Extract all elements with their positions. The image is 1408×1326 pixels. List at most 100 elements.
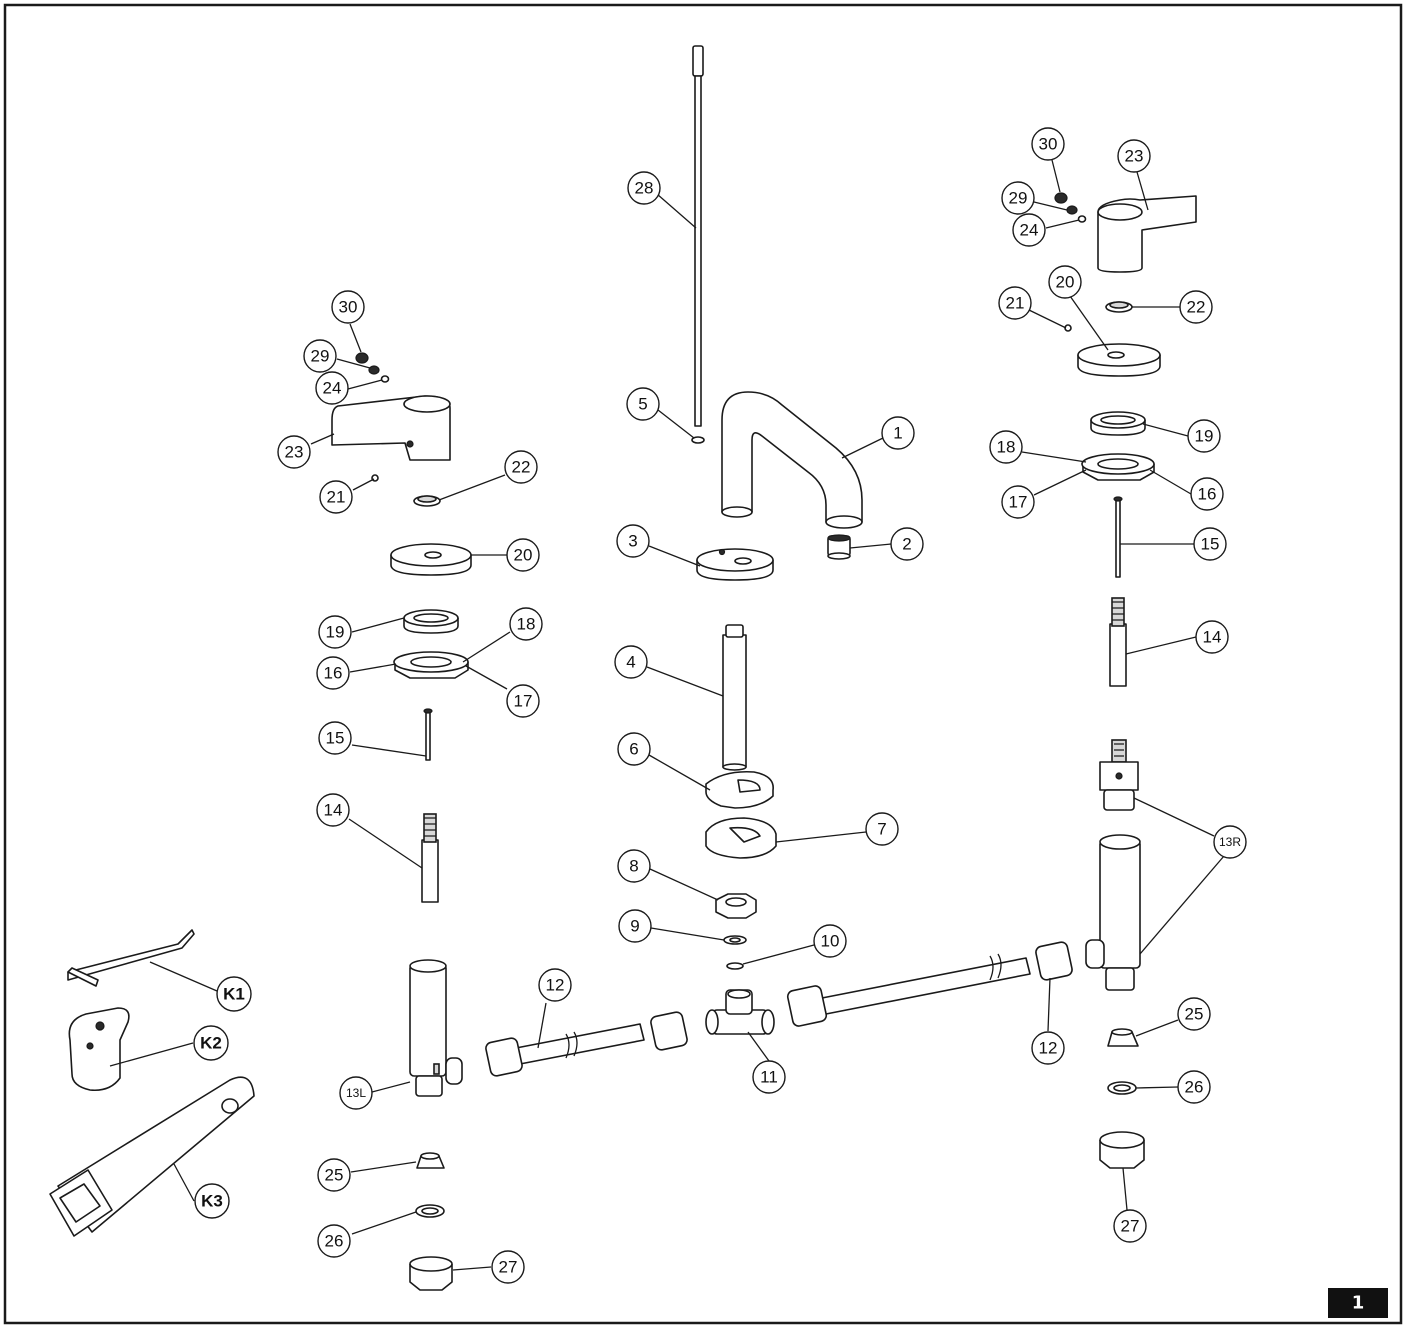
part-30-cap-right [1054, 192, 1068, 204]
callout-25-right: 25 [1177, 997, 1211, 1031]
callout-6: 6 [617, 732, 651, 766]
callout-18-left-label: 18 [517, 615, 536, 634]
callout-18-right: 18 [989, 430, 1023, 464]
part-19-ring-left [403, 609, 459, 634]
callout-26-left-label: 26 [325, 1232, 344, 1251]
callout-15-left: 15 [318, 721, 352, 755]
callout-29-left-label: 29 [311, 347, 330, 366]
callout-K3: K3 [194, 1183, 230, 1219]
callout-15-left-label: 15 [326, 729, 345, 748]
callout-26-right: 26 [1177, 1070, 1211, 1104]
callout-2-label: 2 [902, 535, 911, 554]
callout-19-left-label: 19 [326, 623, 345, 642]
callout-K2-label: K2 [200, 1034, 222, 1053]
callout-14-right: 14 [1195, 620, 1229, 654]
callout-24-right-label: 24 [1020, 221, 1039, 240]
callout-18-right-label: 18 [997, 438, 1016, 457]
callout-14-right-label: 14 [1203, 628, 1222, 647]
part-11-tee [705, 989, 775, 1035]
callout-13R: 13R [1213, 825, 1247, 859]
callout-23-left-label: 23 [285, 443, 304, 462]
callout-10-label: 10 [821, 932, 840, 951]
callout-4: 4 [614, 645, 648, 679]
callout-14-left: 14 [316, 793, 350, 827]
part-4-shank [722, 624, 747, 771]
part-16-17-18-mounting-nut-right [1081, 453, 1155, 481]
callout-labels: 1 2 3 4 5 6 7 8 9 10 11 12 12 13L 13R 28… [193, 127, 1247, 1284]
callout-23-right: 23 [1117, 139, 1151, 173]
callout-22-left: 22 [504, 450, 538, 484]
callout-1: 1 [881, 416, 915, 450]
part-K3-socket-wrench [49, 1076, 255, 1237]
part-20-escutcheon-left [390, 543, 472, 576]
callout-14-left-label: 14 [324, 801, 343, 820]
part-22-cap-left [413, 495, 441, 507]
callout-11-label: 11 [760, 1068, 778, 1087]
callout-26-right-label: 26 [1185, 1078, 1204, 1097]
callout-8: 8 [617, 849, 651, 883]
callout-8-label: 8 [629, 857, 638, 876]
callout-9-label: 9 [630, 917, 639, 936]
callout-29-right: 29 [1001, 181, 1035, 215]
callout-27-right-label: 27 [1121, 1217, 1140, 1236]
callout-12-left-label: 12 [546, 976, 565, 995]
callout-13L-label: 13L [346, 1086, 366, 1100]
callout-30-right: 30 [1031, 127, 1065, 161]
callout-19-right-label: 19 [1195, 427, 1214, 446]
callout-20-right: 20 [1048, 265, 1082, 299]
part-5-washer [691, 436, 705, 444]
callout-22-left-label: 22 [512, 458, 531, 477]
part-19-ring-right [1090, 411, 1146, 436]
part-26-washer-right [1107, 1081, 1137, 1095]
callout-29-left: 29 [303, 339, 337, 373]
part-25-sleeve-left [416, 1152, 445, 1169]
callout-11: 11 [752, 1060, 786, 1094]
callout-28: 28 [627, 171, 661, 205]
part-29-washer-left [368, 365, 380, 375]
callout-22-right: 22 [1179, 290, 1213, 324]
callout-26-left: 26 [317, 1224, 351, 1258]
callout-17-left: 17 [506, 684, 540, 718]
callout-15-right: 15 [1193, 527, 1227, 561]
callout-21-left-label: 21 [327, 488, 346, 507]
callout-25-left-label: 25 [325, 1166, 344, 1185]
callout-13L: 13L [339, 1076, 373, 1110]
part-15-rod-left [423, 708, 433, 761]
callout-16-left: 16 [316, 656, 350, 690]
callout-12-left: 12 [538, 968, 572, 1002]
callout-24-left: 24 [315, 371, 349, 405]
callout-16-left-label: 16 [324, 664, 343, 683]
part-23-handle-right [1097, 195, 1197, 273]
callout-30-left-label: 30 [339, 298, 358, 317]
part-7-horseshoe-washer [705, 817, 777, 859]
callout-27-right: 27 [1113, 1209, 1147, 1243]
callout-K2: K2 [193, 1025, 229, 1061]
part-16-17-18-mounting-nut-left [393, 651, 469, 679]
part-10-o-ring [726, 962, 744, 970]
callout-16-right-label: 16 [1198, 485, 1217, 504]
callout-21-right-label: 21 [1006, 294, 1025, 313]
part-23-handle-left [331, 395, 451, 461]
callout-16-right: 16 [1190, 477, 1224, 511]
callout-22-right-label: 22 [1187, 298, 1206, 317]
callout-27-left-label: 27 [499, 1258, 518, 1277]
callout-18-left: 18 [509, 607, 543, 641]
callout-25-right-label: 25 [1185, 1005, 1204, 1024]
callout-29-right-label: 29 [1009, 189, 1028, 208]
callout-17-left-label: 17 [514, 692, 533, 711]
part-22-cap-right [1105, 301, 1133, 313]
callout-13R-label: 13R [1219, 835, 1241, 849]
callout-5: 5 [626, 387, 660, 421]
parts [49, 45, 1197, 1291]
callout-7: 7 [865, 812, 899, 846]
part-28-lift-rod [692, 45, 704, 427]
callout-20-right-label: 20 [1056, 273, 1075, 292]
part-1-spout [721, 391, 863, 529]
callout-12-right-label: 12 [1039, 1039, 1058, 1058]
part-K2-tool [68, 1007, 130, 1092]
callout-27-left: 27 [491, 1250, 525, 1284]
part-13R-valve-right [1085, 834, 1141, 991]
callout-9: 9 [618, 909, 652, 943]
callout-17-right: 17 [1001, 485, 1035, 519]
callout-23-left: 23 [277, 435, 311, 469]
